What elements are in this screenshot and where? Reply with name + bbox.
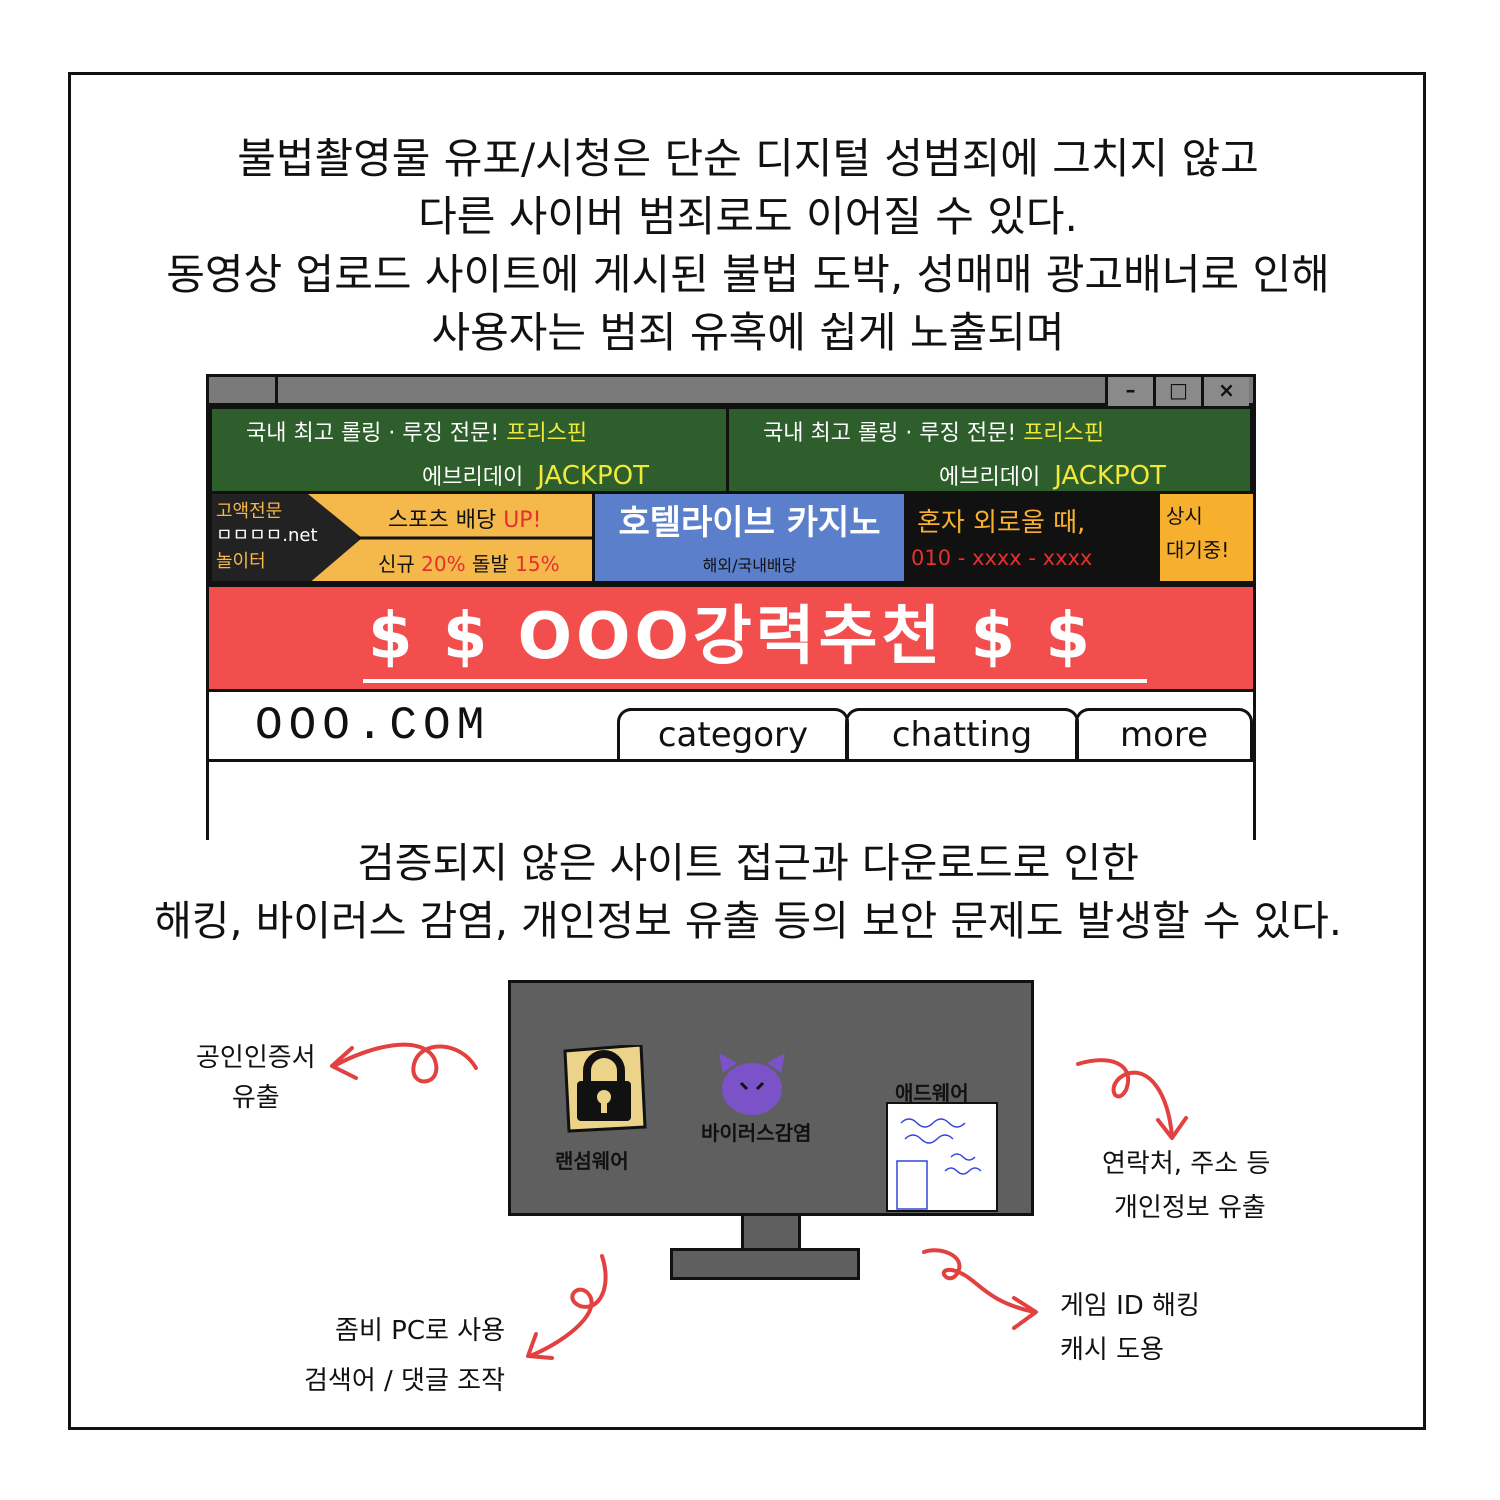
arrow-to-cert bbox=[332, 1042, 478, 1084]
arrowhead bbox=[1156, 1116, 1188, 1140]
red-recommend-banner[interactable]: $ $ OOO강력추천 $ $ bbox=[209, 584, 1253, 692]
virus-label: 바이러스감염 bbox=[701, 1121, 812, 1145]
ad-always-line: 상시 bbox=[1166, 504, 1203, 528]
adware-page-icon bbox=[886, 1102, 998, 1212]
ad-text: 돌발 bbox=[471, 552, 509, 576]
browser-window: – □ × 국내 최고 롤링 · 루징 전문! 프리스핀 에브리데이 JACKP… bbox=[206, 374, 1256, 840]
note-line: 게임 ID 해킹 bbox=[1060, 1291, 1200, 1321]
caption-line: 사용자는 범죄 유혹에 쉽게 노출되며 bbox=[431, 308, 1065, 357]
tab-chatting[interactable]: chatting bbox=[845, 708, 1079, 762]
note-line: 연락처, 주소 등 bbox=[1102, 1149, 1271, 1179]
ad-highlight: 프리스핀 bbox=[1023, 421, 1105, 446]
arrow-to-contact bbox=[1076, 1058, 1174, 1138]
site-nav-bar: OOO.COM category chatting more bbox=[209, 692, 1253, 762]
note-line: 좀비 PC로 사용 bbox=[335, 1316, 505, 1346]
ad-banner-always[interactable]: 상시 대기중! bbox=[1157, 494, 1253, 584]
top-caption: 불법촬영물 유포/시청은 단순 디지털 성범죄에 그치지 않고 다른 사이버 범… bbox=[70, 130, 1426, 362]
ad-black-line: 놀이터 bbox=[216, 551, 266, 572]
note-line: 유출 bbox=[231, 1083, 280, 1113]
ad-text: 스포츠 배당 bbox=[388, 508, 497, 533]
caption-line: 검증되지 않은 사이트 접근과 다운로드로 인한 bbox=[357, 839, 1139, 887]
ad-banner-jackpot[interactable]: 국내 최고 롤링 · 루징 전문! 프리스핀 에브리데이 JACKPOT bbox=[209, 406, 729, 494]
monitor-stand bbox=[670, 1248, 860, 1280]
caption-line: 해킹, 바이러스 감염, 개인정보 유출 등의 보안 문제도 발생할 수 있다. bbox=[154, 897, 1342, 945]
ad-background-shape bbox=[212, 494, 592, 581]
ad-text: 국내 최고 롤링 · 루징 전문! bbox=[246, 421, 500, 446]
note-game: 게임 ID 해킹 캐시 도용 bbox=[1060, 1284, 1200, 1372]
ad-highlight: 20% bbox=[421, 552, 466, 576]
arrowhead bbox=[1012, 1296, 1038, 1330]
ad-highlight: JACKPOT bbox=[537, 461, 649, 491]
ad-lonely-line: 혼자 외로울 때, bbox=[917, 508, 1086, 538]
devil-icon bbox=[719, 1053, 785, 1115]
adware-label: 애드웨어 bbox=[895, 1081, 969, 1105]
caption-line: 불법촬영물 유포/시청은 단순 디지털 성범죄에 그치지 않고 bbox=[237, 134, 1259, 183]
minimize-button[interactable]: – bbox=[1105, 377, 1153, 406]
computer-monitor: 랜섬웨어 바이러스감염 애드웨어 bbox=[508, 980, 1034, 1216]
ad-text: 에브리데이 bbox=[939, 465, 1041, 490]
arrow-to-zombie bbox=[528, 1254, 608, 1358]
caption-line: 동영상 업로드 사이트에 게시된 불법 도박, 성매매 광고배너로 인해 bbox=[166, 250, 1330, 299]
note-cert: 공인인증서 유출 bbox=[196, 1038, 316, 1118]
comic-panel-frame bbox=[68, 72, 1426, 1430]
ad-banner-casino[interactable]: 호텔라이브 카지노 해외/국내배당 bbox=[595, 494, 907, 584]
monitor-neck bbox=[741, 1216, 801, 1252]
ad-banner-jackpot[interactable]: 국내 최고 롤링 · 루징 전문! 프리스핀 에브리데이 JACKPOT bbox=[726, 406, 1253, 494]
arrow-to-game bbox=[922, 1248, 1036, 1314]
note-line: 공인인증서 bbox=[196, 1043, 316, 1073]
ad-banner-sports[interactable]: 고액전문 ㅁㅁㅁㅁ.net 놀이터 스포츠 배당 UP! 신규 20% 돌발 1… bbox=[209, 494, 595, 584]
arrowhead bbox=[330, 1046, 358, 1080]
ad-always-line: 대기중! bbox=[1166, 538, 1230, 562]
ad-text: 에브리데이 bbox=[422, 465, 524, 490]
ad-banner-lonely[interactable]: 혼자 외로울 때, 010 - xxxx - xxxx bbox=[907, 494, 1157, 584]
ad-lonely-phone: 010 - xxxx - xxxx bbox=[911, 546, 1093, 570]
note-line: 캐시 도용 bbox=[1060, 1335, 1164, 1365]
ad-black-line: 고액전문 bbox=[216, 501, 283, 522]
lock-folder-icon bbox=[563, 1045, 647, 1133]
ad-highlight: UP! bbox=[503, 508, 542, 533]
ad-text: 국내 최고 롤링 · 루징 전문! bbox=[763, 421, 1017, 446]
note-line: 개인정보 유출 bbox=[1114, 1193, 1266, 1223]
ad-black-line: ㅁㅁㅁㅁ.net bbox=[216, 525, 318, 546]
arrowhead bbox=[526, 1332, 554, 1360]
ad-highlight: 15% bbox=[515, 552, 560, 576]
banner-text: $ $ OOO강력추천 $ $ bbox=[368, 600, 1094, 674]
window-titlebar: – □ × bbox=[209, 374, 1253, 406]
close-button[interactable]: × bbox=[1201, 377, 1249, 406]
site-logo[interactable]: OOO.COM bbox=[255, 700, 491, 752]
note-contact: 연락처, 주소 등 개인정보 유출 bbox=[1102, 1142, 1270, 1230]
tab-more[interactable]: more bbox=[1075, 708, 1253, 762]
ransomware-label: 랜섬웨어 bbox=[555, 1149, 629, 1173]
banner-underline bbox=[363, 679, 1147, 683]
maximize-button[interactable]: □ bbox=[1153, 377, 1201, 406]
ad-casino-title: 호텔라이브 카지노 bbox=[618, 503, 881, 543]
ad-highlight: JACKPOT bbox=[1054, 461, 1166, 491]
ad-text: 신규 bbox=[378, 552, 415, 576]
caption-line: 다른 사이버 범죄로도 이어질 수 있다. bbox=[418, 192, 1078, 241]
note-line: 검색어 / 댓글 조작 bbox=[304, 1366, 505, 1396]
ad-casino-sub: 해외/국내배당 bbox=[702, 556, 797, 575]
tab-category[interactable]: category bbox=[617, 708, 849, 762]
bottom-caption: 검증되지 않은 사이트 접근과 다운로드로 인한 해킹, 바이러스 감염, 개인… bbox=[70, 834, 1426, 950]
note-zombie: 좀비 PC로 사용 검색어 / 댓글 조작 bbox=[304, 1306, 505, 1406]
ad-highlight: 프리스핀 bbox=[506, 421, 588, 446]
